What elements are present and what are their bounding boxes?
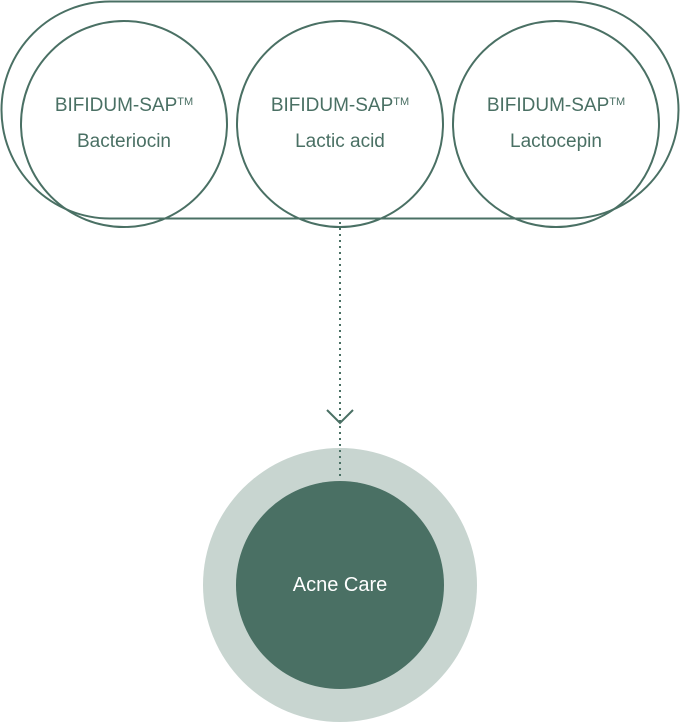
result-label: Acne Care (292, 573, 388, 596)
trademark: TM (393, 96, 410, 108)
ingredient-circle (452, 20, 660, 228)
ingredient-name: Lactic acid (295, 131, 385, 152)
trademark: TM (177, 96, 194, 108)
ingredient-circle (20, 20, 228, 228)
ingredient-label-bacteriocin: BIFIDUM-SAPTM Bacteriocin (21, 88, 227, 160)
ingredient-name: Bacteriocin (77, 131, 171, 152)
arrow-down-icon (326, 409, 354, 425)
brand-name: BIFIDUM-SAP (54, 95, 178, 116)
ingredient-label-lactic-acid: BIFIDUM-SAPTM Lactic acid (237, 88, 443, 160)
result-circle (236, 481, 444, 689)
ingredients-container (0, 0, 680, 220)
trademark: TM (609, 96, 626, 108)
ingredient-label-lactocepin: BIFIDUM-SAPTM Lactocepin (453, 88, 659, 160)
ingredient-circle (236, 20, 444, 228)
brand-name: BIFIDUM-SAP (270, 95, 394, 116)
ingredient-name: Lactocepin (510, 131, 602, 152)
brand-name: BIFIDUM-SAP (486, 95, 610, 116)
